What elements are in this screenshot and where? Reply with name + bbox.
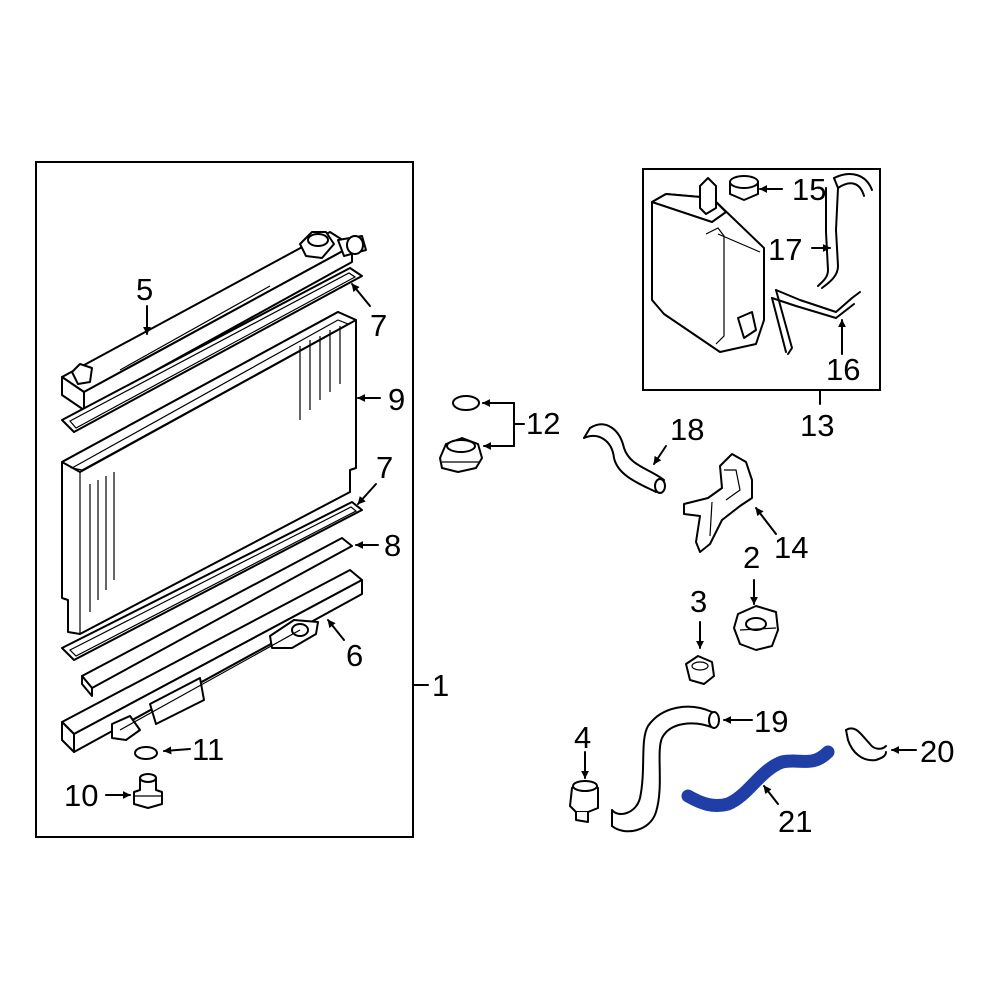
radiator-assembly-frame: [35, 161, 414, 838]
callout-7-upper: 7: [370, 308, 387, 343]
leader-lines: [105, 185, 917, 805]
sensor-part[interactable]: [569, 780, 599, 823]
small-hose-part[interactable]: [845, 727, 887, 762]
radiator-core-part[interactable]: [61, 311, 357, 635]
callout-21: 21: [778, 804, 812, 839]
drain-plug-part[interactable]: [133, 773, 163, 809]
nut-part[interactable]: [685, 655, 715, 685]
callout-19: 19: [754, 704, 788, 739]
callout-14: 14: [774, 530, 808, 565]
callout-5: 5: [136, 272, 153, 307]
upper-hose-part[interactable]: [583, 423, 666, 494]
bypass-hose-outline: [681, 745, 835, 813]
lower-hose-part[interactable]: [611, 705, 720, 833]
callout-9: 9: [388, 382, 405, 417]
lower-gasket-part[interactable]: [61, 501, 363, 661]
callout-3: 3: [690, 584, 707, 619]
callout-20: 20: [920, 734, 954, 769]
callout-17: 17: [768, 232, 802, 267]
reservoir-assembly-frame: [642, 168, 881, 391]
callout-1: 1: [432, 668, 449, 703]
upper-tank-part[interactable]: [61, 231, 367, 411]
overflow-hose-part[interactable]: [817, 173, 873, 289]
seal-strip-part[interactable]: [81, 537, 353, 697]
callout-15: 15: [792, 172, 826, 207]
callout-16: 16: [826, 352, 860, 387]
lower-tank-part[interactable]: [61, 569, 363, 753]
callout-13: 13: [800, 408, 834, 443]
callout-7-lower: 7: [376, 450, 393, 485]
callout-6: 6: [346, 638, 363, 673]
coolant-reservoir-part[interactable]: [651, 177, 765, 353]
callout-12: 12: [526, 406, 560, 441]
reservoir-cap-part[interactable]: [729, 175, 759, 201]
radiator-cap-part[interactable]: [439, 395, 483, 473]
callout-labels: 1 2 3 4 5 6 7 7 8 9 10 11 12 13 14 15 16…: [64, 172, 954, 839]
callout-18: 18: [670, 412, 704, 447]
callout-8: 8: [384, 528, 401, 563]
callout-11: 11: [192, 732, 224, 767]
callout-10: 10: [64, 778, 98, 813]
drain-o-ring-part[interactable]: [134, 746, 158, 760]
bypass-hose-part[interactable]: [681, 745, 835, 813]
mounting-bracket-part[interactable]: [683, 453, 753, 553]
reservoir-bracket-part[interactable]: [771, 289, 861, 355]
callout-4: 4: [574, 720, 591, 755]
upper-gasket-part[interactable]: [61, 267, 363, 433]
callout-2: 2: [743, 540, 760, 575]
hose-clip-part[interactable]: [733, 605, 779, 651]
